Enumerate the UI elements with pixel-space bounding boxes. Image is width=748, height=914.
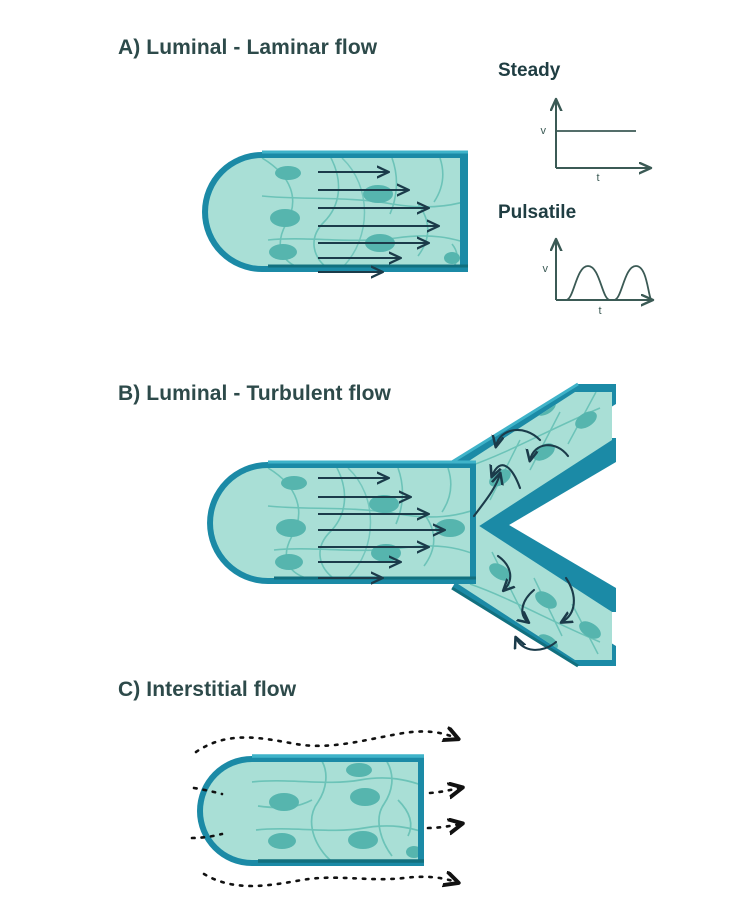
- laminar-flow-arrows-b: [318, 478, 444, 578]
- interstitial-dashed-flow-paths: [190, 731, 460, 888]
- vessel-b-trunk-lumen: [213, 468, 470, 578]
- turbulent-eddy-arrows: [472, 428, 575, 651]
- panel-c-heading: C) Interstitial flow: [118, 678, 297, 701]
- pulsatile-y-axis-label: v: [543, 263, 549, 275]
- pulsatile-x-axis-label: t: [598, 305, 601, 317]
- panel-b-heading: B) Luminal - Turbulent flow: [118, 382, 391, 405]
- laminar-flow-arrows-a: [318, 172, 438, 272]
- panel-b-vessel-illustration: [207, 382, 616, 668]
- pulsatile-waveform-heading: Pulsatile: [498, 202, 577, 223]
- panel-a-vessel-illustration: [202, 150, 468, 280]
- cell-nuclei-c: [268, 763, 418, 858]
- vessel-c-lumen: [203, 762, 418, 860]
- panel-c-vessel-illustration: [190, 731, 460, 888]
- vessel-b-lower-branch-wall-inner: [455, 502, 616, 612]
- pulsatile-trace: [558, 265, 653, 301]
- vessel-b-upper-wall-highlight: [451, 382, 579, 464]
- steady-waveform-chart: v t: [541, 100, 651, 184]
- steady-x-axis-label: t: [596, 172, 599, 184]
- panel-a-heading: A) Luminal - Laminar flow: [118, 36, 378, 59]
- pulsatile-waveform-chart: v t: [543, 240, 653, 317]
- vessel-a-lumen: [208, 158, 460, 266]
- steady-y-axis-label: v: [541, 125, 547, 137]
- steady-waveform-heading: Steady: [498, 60, 561, 81]
- endothelial-cell-outlines-c: [251, 762, 418, 860]
- vessel-b-lower-wall-highlight: [451, 586, 579, 668]
